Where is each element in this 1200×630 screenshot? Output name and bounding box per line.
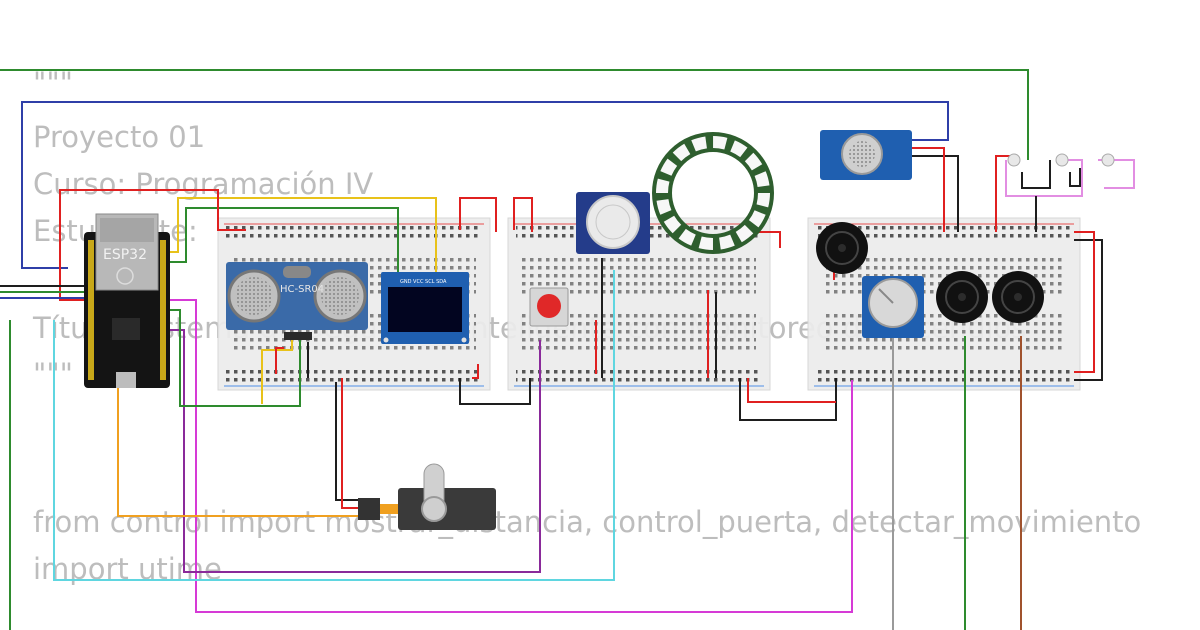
code-line-3: Curso: Programación IV [33, 167, 374, 201]
wire-red-hcsr [275, 347, 284, 374]
wire-red-bb1-bot [472, 364, 479, 379]
wire-magenta-leds [1005, 159, 1083, 197]
wire-red-bb1 [459, 197, 497, 232]
wire-purple-long [166, 329, 541, 573]
wire-cyan-long [53, 270, 615, 581]
neopixel-ring[interactable] [652, 132, 774, 254]
esp32-board[interactable]: ESP32 [84, 213, 170, 388]
wire-red-mq [912, 147, 945, 232]
wire-orange-servo [117, 350, 360, 517]
wire-black-bb1 [459, 378, 531, 405]
wires[interactable] [0, 69, 1135, 630]
wire-red-bb3-right [1074, 231, 1095, 373]
wire-blue-top [21, 101, 949, 269]
gas-sensor[interactable] [820, 130, 912, 180]
wire-black-bb2-bot [739, 378, 837, 421]
oled-pin-labels: GND VCC SCL SDA [400, 279, 447, 285]
wire-red-bb2 [513, 197, 533, 232]
wire-black-servo [335, 382, 360, 501]
servo-motor[interactable] [358, 463, 496, 530]
wire-red-esp-top [59, 189, 246, 301]
code-line-2: Proyecto 01 [33, 120, 206, 154]
code-line-1: """ [33, 66, 74, 100]
wire-green-oled [170, 207, 399, 272]
led-lights[interactable] [1007, 153, 1115, 167]
wire-red-servo [341, 378, 360, 509]
oled-display[interactable]: GND VCC SCL SDA [381, 272, 469, 344]
wire-black-leds [1021, 160, 1051, 189]
wire-black-leds-2 [1069, 168, 1081, 187]
wire-magenta-leds-2 [1098, 159, 1135, 189]
wire-red-ring [756, 231, 781, 248]
wire-green-bottom [168, 309, 301, 407]
esp32-label: ESP32 [103, 247, 147, 263]
buzzer-2[interactable] [936, 271, 988, 323]
buzzer-3[interactable] [992, 271, 1044, 323]
ultrasonic-label: HC-SR04 [280, 284, 324, 295]
wire-red-bb2-bot [747, 378, 836, 403]
wire-yellow-oled [166, 197, 437, 272]
buzzer-1[interactable] [816, 222, 868, 274]
wire-black-bb3-right [1074, 239, 1103, 381]
potentiometer[interactable] [862, 276, 924, 338]
ultrasonic-sensor[interactable]: HC-SR04 [226, 262, 368, 340]
push-button[interactable] [529, 287, 569, 327]
wire-green-top [0, 69, 1029, 160]
wire-black-mq [912, 155, 959, 232]
wire-magenta-long [166, 299, 853, 613]
pir-motion-sensor[interactable] [576, 192, 650, 254]
